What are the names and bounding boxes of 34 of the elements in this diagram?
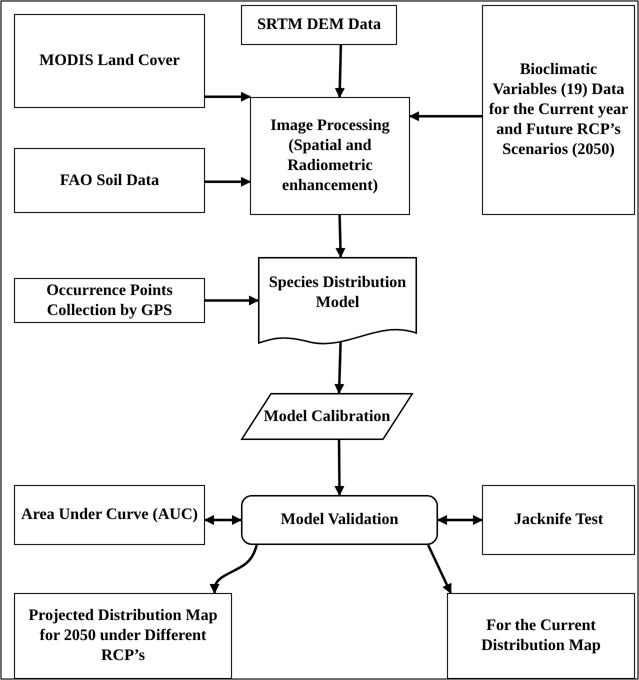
node-label: Image Processing (Spatial and Radiometric enhancement): [269, 116, 391, 196]
node-label: Species Distribution Model: [268, 273, 408, 313]
node-label: SRTM DEM Data: [256, 15, 382, 35]
arrow: [204, 515, 242, 525]
process-box: [14, 278, 205, 323]
node-label: Projected Distribution Map for 2050 under Different RCP’s: [27, 606, 218, 666]
arrow: [334, 44, 345, 98]
process-box: [14, 14, 205, 108]
process-box: [250, 97, 410, 215]
arrow: [210, 544, 258, 594]
arrow: [205, 296, 259, 306]
arrow: [205, 176, 251, 187]
arrow: [437, 515, 483, 525]
arrow: [409, 111, 482, 122]
arrow: [334, 440, 344, 496]
node-label: For the Current Distribution Map: [480, 616, 602, 656]
arrow: [335, 214, 346, 258]
node-label: Area Under Curve (AUC): [20, 505, 199, 525]
process-box: [482, 5, 635, 215]
node-label: FAO Soil Data: [58, 170, 160, 190]
arrow: [205, 92, 251, 102]
node-label: Jacknife Test: [512, 510, 604, 530]
node-label: Occurrence Points Collection by GPS: [45, 280, 174, 320]
process-box: [241, 5, 397, 45]
node-label: MODIS Land Cover: [38, 51, 181, 71]
node-label: Model Calibration: [262, 406, 392, 426]
process-box: [447, 593, 635, 679]
process-box: [14, 148, 205, 213]
process-box: [14, 485, 205, 545]
process-box: [482, 485, 635, 555]
node-label: Model Validation: [280, 510, 400, 530]
arrow: [427, 544, 452, 594]
node-label: Bioclimatic Variables (19) Data for the Current year and Future RCP’s Scenarios (2050): [488, 60, 630, 160]
process-box: [14, 593, 232, 679]
